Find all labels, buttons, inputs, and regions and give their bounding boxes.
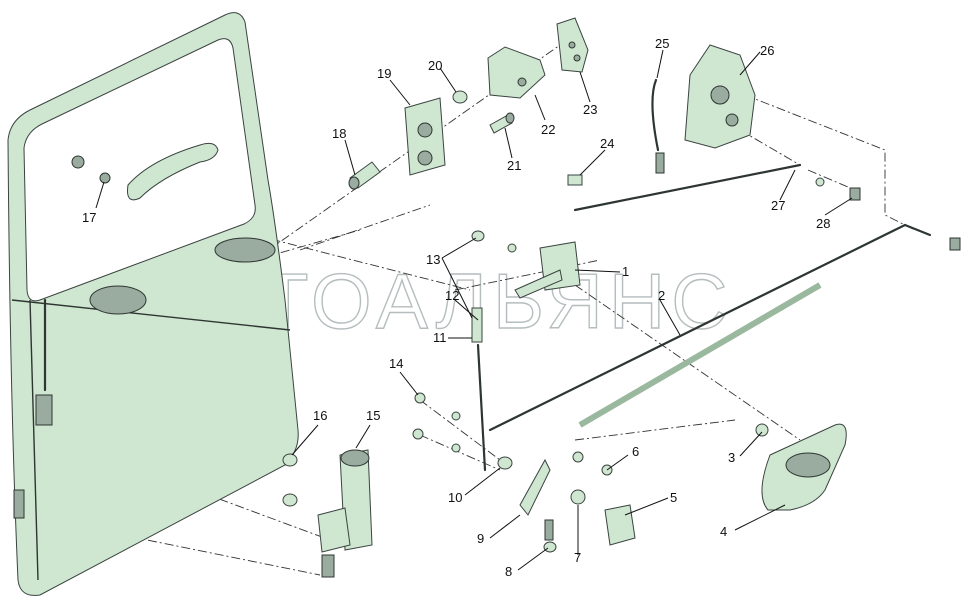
part-20-bolt [452, 90, 468, 104]
callout-11: 11 [433, 330, 447, 345]
callout-10: 10 [448, 490, 462, 505]
callout-19: 19 [377, 66, 391, 81]
callout-9: 9 [477, 531, 484, 546]
callout-8: 8 [505, 564, 512, 579]
callout-22: 22 [541, 122, 555, 137]
rod-assembly-lower [488, 223, 961, 432]
callout-26: 26 [760, 43, 774, 58]
callout-27: 27 [771, 198, 785, 213]
part-22-bracket [487, 46, 546, 99]
part-24-clip [567, 174, 583, 186]
callout-14: 14 [389, 356, 403, 371]
callout-13: 13 [426, 252, 440, 267]
part-5-bracket [570, 451, 636, 546]
callout-5: 5 [670, 490, 677, 505]
callout-18: 18 [332, 126, 346, 141]
callout-7: 7 [574, 550, 581, 565]
outer-handle [71, 142, 219, 201]
callout-3: 3 [728, 450, 735, 465]
part-21-pin [489, 112, 515, 134]
callout-23: 23 [583, 102, 597, 117]
part-15-actuator [282, 449, 373, 578]
callout-12: 12 [445, 288, 459, 303]
part-23-plate [556, 17, 589, 73]
callout-15: 15 [366, 408, 380, 423]
part-25-cable [651, 78, 665, 174]
part-4-inner-handle [755, 423, 847, 511]
callout-24: 24 [600, 136, 614, 151]
callout-17: 17 [82, 210, 96, 225]
small-bolts [412, 230, 517, 453]
callout-4: 4 [720, 524, 727, 539]
part-18-pin [348, 161, 381, 190]
rod-assembly-upper [573, 163, 861, 212]
callout-6: 6 [632, 444, 639, 459]
part-1-bracket [514, 241, 581, 299]
callout-20: 20 [428, 58, 442, 73]
part-9-linkage [497, 456, 557, 553]
callout-2: 2 [658, 288, 665, 303]
leader-lines [95, 49, 853, 571]
callout-25: 25 [655, 36, 669, 51]
callout-labels: 1 2 3 4 5 6 7 8 9 10 11 12 13 14 15 16 1… [82, 36, 830, 579]
callout-16: 16 [313, 408, 327, 423]
callout-28: 28 [816, 216, 830, 231]
part-11-rod [471, 307, 487, 472]
door-panel [7, 12, 299, 596]
part-19-striker [404, 97, 446, 176]
callout-1: 1 [622, 264, 629, 279]
callout-21: 21 [507, 158, 521, 173]
part-26-lock [684, 44, 756, 149]
